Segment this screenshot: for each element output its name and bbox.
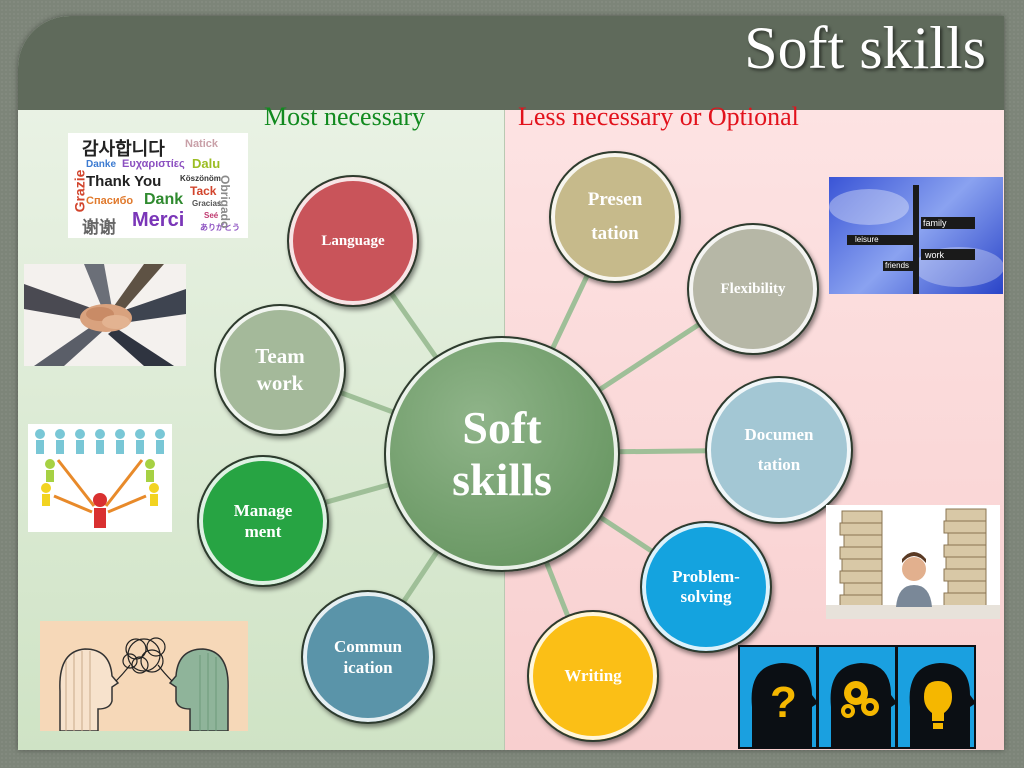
node-documentation-label: Documen tation	[744, 425, 814, 474]
node-flexibility[interactable]: Flexibility	[687, 223, 819, 355]
paper-stacks-image	[826, 505, 1000, 619]
tangled-thoughts-image	[40, 621, 248, 731]
sign-work: work	[925, 250, 945, 260]
node-presentation[interactable]: Presen tation	[549, 151, 681, 283]
word-natick: Natick	[185, 138, 219, 150]
signpost-icon	[829, 185, 1003, 294]
node-writing[interactable]: Writing	[527, 610, 659, 742]
word-dalu: Dalu	[192, 156, 221, 171]
word-chinese: 谢谢	[82, 218, 116, 237]
node-language[interactable]: Language	[287, 175, 419, 307]
hands-icon	[24, 264, 186, 366]
team-hands-image	[24, 264, 186, 366]
network-people-icon	[35, 429, 165, 528]
node-teamwork[interactable]: Team work	[214, 304, 346, 436]
paper-stacks-icon	[826, 508, 1000, 619]
word-japanese: ありがとう	[200, 223, 240, 232]
thinking-heads-icon: ?	[740, 647, 976, 749]
node-writing-label: Writing	[564, 666, 622, 685]
sign-leisure: leisure	[855, 235, 879, 244]
people-network-image	[28, 424, 172, 532]
word-danke: Danke	[86, 159, 117, 170]
word-grazie: Grazie	[71, 169, 88, 213]
title-bar	[18, 16, 1004, 110]
thank-you-word-cloud-image: 감사합니다 Natick Danke Ευχαριστίες Dalu Than…	[68, 133, 248, 238]
word-tack: Tack	[190, 184, 217, 198]
word-merci: Merci	[132, 209, 185, 231]
node-communication[interactable]: Commun ication	[301, 590, 435, 724]
node-soft-skills[interactable]: Soft skills	[384, 336, 620, 572]
word-thank-you: Thank You	[86, 173, 162, 190]
word-greek: Ευχαριστίες	[122, 158, 185, 170]
node-management[interactable]: Manage ment	[197, 455, 329, 587]
slide-title: Soft skills	[744, 15, 986, 81]
sign-family: family	[923, 218, 947, 228]
thinking-heads-image: ?	[738, 645, 976, 749]
head-question-icon	[751, 663, 818, 749]
node-documentation[interactable]: Documen tation	[705, 376, 853, 524]
node-soft-skills-label: Soft skills	[452, 402, 552, 505]
node-management-label: Manage ment	[233, 501, 293, 541]
word-dank: Dank	[144, 191, 184, 208]
sign-friends: friends	[885, 261, 910, 270]
heading-optional: Less necessary or Optional	[518, 102, 799, 131]
node-problem-solving-label: Problem- solving	[672, 567, 740, 606]
word-hungarian: Köszönöm	[180, 174, 221, 183]
node-teamwork-label: Team work	[255, 344, 305, 395]
word-korean: 감사합니다	[82, 139, 165, 159]
word-russian: Спасибо	[86, 195, 134, 207]
node-flexibility-label: Flexibility	[720, 280, 786, 297]
word-gracias: Gracias	[192, 199, 222, 208]
node-communication-label: Commun ication	[333, 637, 402, 677]
signpost-image: family leisure work friends	[829, 177, 1003, 294]
svg-text:?: ?	[770, 678, 797, 727]
node-language-label: Language	[321, 232, 385, 249]
heads-talking-icon	[59, 637, 229, 731]
node-problem-solving[interactable]: Problem- solving	[640, 521, 772, 653]
heading-most-necessary: Most necessary	[264, 102, 426, 131]
word-see: Seé	[204, 211, 219, 220]
node-presentation-label: Presen tation	[587, 189, 643, 244]
word-obrigado: Obrigado	[218, 175, 232, 229]
